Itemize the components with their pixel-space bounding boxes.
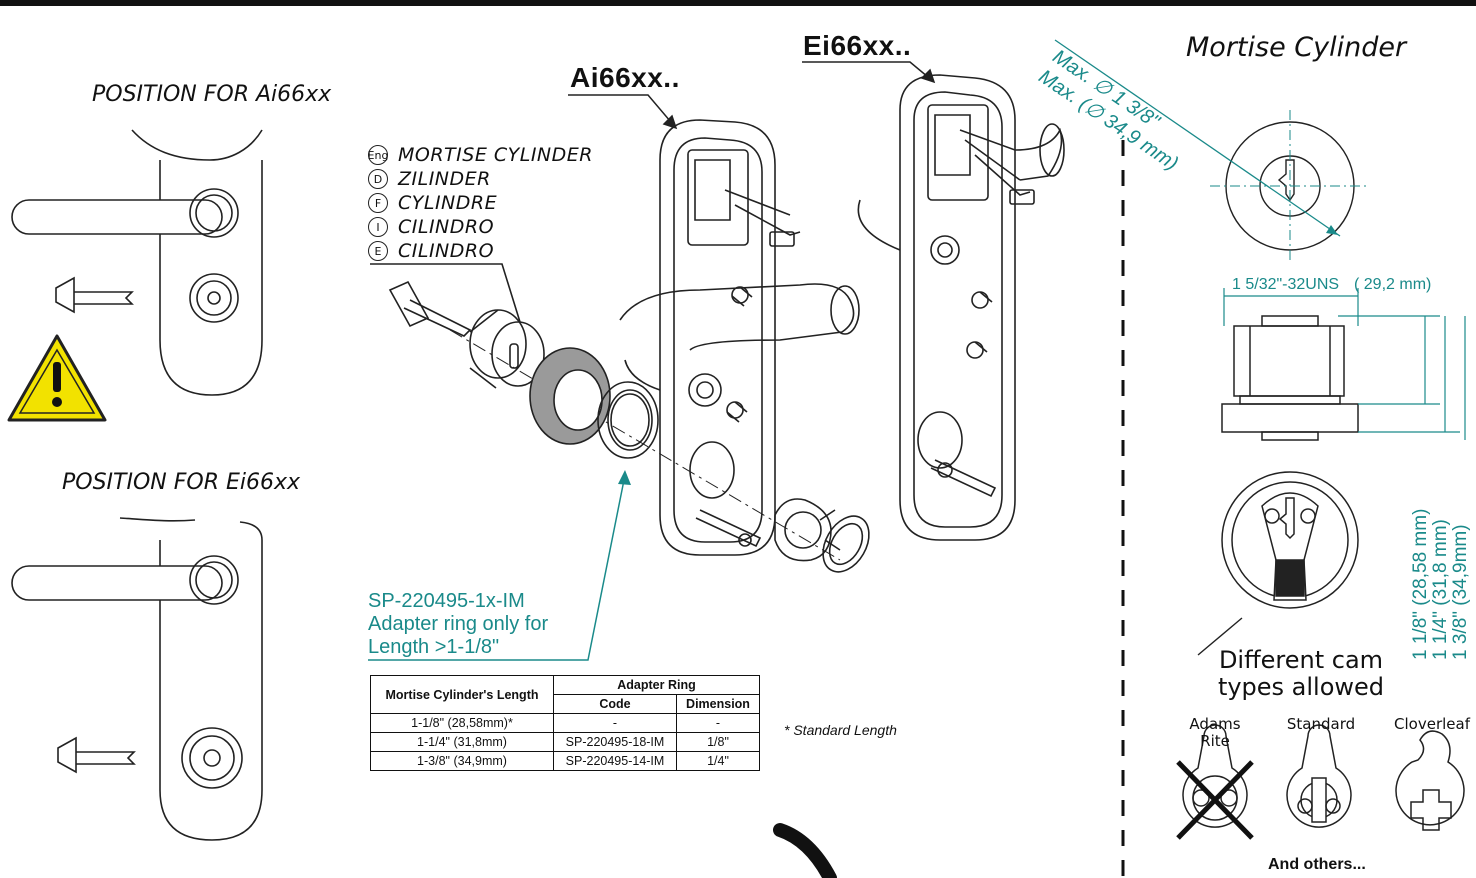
adapter-note-line2: Adapter ring only for <box>368 613 549 635</box>
table-row: 1-1/4" (31,8mm) SP-220495-18-IM 1/8" <box>370 732 760 752</box>
lang-item-f: F CYLINDRE <box>368 192 497 214</box>
lang-text: CILINDRO <box>398 240 495 262</box>
cell-code: - <box>553 713 677 733</box>
lang-text: CILINDRO <box>398 216 495 238</box>
lang-item-i: I CILINDRO <box>368 216 494 238</box>
cam-note: Different cam types allowed <box>1196 647 1406 701</box>
cam-label-adams-line2: Rite <box>1200 732 1230 750</box>
cell-dimension: - <box>676 713 760 733</box>
table-subheader-code: Code <box>553 694 677 714</box>
and-others-text: And others... <box>1268 856 1366 873</box>
lang-item-eng: Eng MORTISE CYLINDER <box>368 144 593 166</box>
lock-plate-e <box>857 74 1065 541</box>
cell-code: SP-220495-14-IM <box>553 751 677 771</box>
cell-dimension: 1/8" <box>676 732 760 752</box>
lang-text: CYLINDRE <box>398 192 498 214</box>
cylinder-explosion <box>370 263 841 561</box>
table-row: 1-3/8" (34,9mm) SP-220495-14-IM 1/4" <box>370 751 760 771</box>
trim-rings <box>774 498 870 573</box>
door-sketch-e <box>11 517 263 841</box>
cylinder-face-view <box>1210 110 1370 262</box>
length-dimension-3: 1 3/8" (34,9mm) <box>1450 524 1471 660</box>
table-footnote: * Standard Length <box>784 722 897 738</box>
door-sketch-a <box>11 129 263 396</box>
thread-dimension: 1 5/32"-32UNS <box>1232 276 1340 293</box>
cam-label-adams-rite: Adams Rite <box>1185 716 1245 750</box>
adapter-ring-table: Mortise Cylinder's Length Adapter Ring C… <box>370 675 760 771</box>
table-subheader-dimension: Dimension <box>676 694 760 714</box>
adapter-note: SP-220495-1x-IM Adapter ring only for Le… <box>368 590 548 659</box>
lang-text: MORTISE CYLINDER <box>398 144 593 166</box>
position-e-title: POSITION FOR Ei66xx <box>62 470 301 495</box>
spacer-ring <box>529 347 611 445</box>
table-header-length: Mortise Cylinder's Length <box>370 675 554 714</box>
cell-code: SP-220495-18-IM <box>553 732 677 752</box>
lang-code-badge: I <box>368 217 388 237</box>
cable-stroke <box>773 823 837 878</box>
lang-text: ZILINDER <box>398 168 491 190</box>
position-a-title: POSITION FOR Ai66xx <box>92 82 332 107</box>
model-label-e: Ei66xx.. <box>803 30 912 61</box>
cam-note-line2: types allowed <box>1217 673 1385 701</box>
lock-plate-a <box>619 119 860 556</box>
cell-length: 1-1/4" (31,8mm) <box>370 732 554 752</box>
cam-label-adams-line1: Adams <box>1189 715 1241 733</box>
lang-code-badge: Eng <box>368 145 388 165</box>
cell-dimension: 1/4" <box>676 751 760 771</box>
table-header-adapter: Adapter Ring <box>553 675 760 695</box>
length-dimension-2: 1 1/4" (31,8 mm) <box>1430 519 1451 660</box>
cell-length: 1-3/8" (34,9mm) <box>370 751 554 771</box>
cam-face-view <box>1221 471 1359 609</box>
cam-label-standard: Standard <box>1286 715 1356 733</box>
cam-types <box>1176 724 1465 840</box>
lang-item-e: E CILINDRO <box>368 240 494 262</box>
model-leaders <box>568 61 936 130</box>
lang-code-badge: D <box>368 169 388 189</box>
model-label-a: Ai66xx.. <box>570 62 680 93</box>
cam-label-cloverleaf: Cloverleaf <box>1394 715 1470 733</box>
cylinder-side-view <box>1221 315 1359 441</box>
lang-item-d: D ZILINDER <box>368 168 491 190</box>
length-dimension-1: 1 1/8" (28,58 mm) <box>1410 508 1431 660</box>
lang-code-badge: E <box>368 241 388 261</box>
lang-code-badge: F <box>368 193 388 213</box>
cam-note-line1: Different cam <box>1218 646 1384 674</box>
adapter-note-line3: Length >1-1/8" <box>368 636 500 658</box>
dimension-lines <box>1223 288 1466 440</box>
adapter-ring <box>597 381 659 459</box>
cell-length: 1-1/8" (28,58mm)* <box>370 713 554 733</box>
thread-dimension-mm: ( 29,2 mm) <box>1354 276 1432 293</box>
table-row: 1-1/8" (28,58mm)* - - <box>370 713 760 733</box>
warning-icon <box>7 334 107 422</box>
adapter-note-line1: SP-220495-1x-IM <box>368 590 525 612</box>
mortise-cylinder-title: Mortise Cylinder <box>1186 32 1407 63</box>
